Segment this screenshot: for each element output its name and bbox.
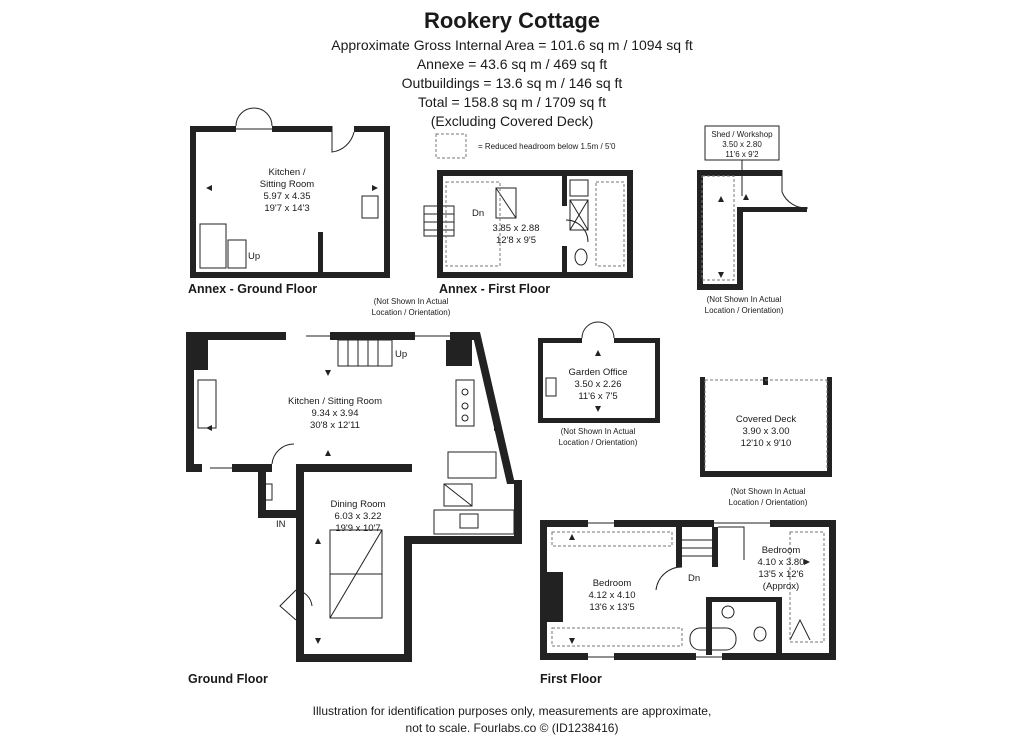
room-name: Garden Office xyxy=(569,367,628,378)
room-name: Dining Room xyxy=(331,499,386,510)
room-metric: 9.34 x 3.94 xyxy=(311,408,358,419)
room-imperial: 19'9 x 10'7 xyxy=(335,523,380,534)
location-note-line1: (Not Shown In Actual xyxy=(374,297,449,306)
floor-label: Annex - First Floor xyxy=(439,282,550,296)
room-metric: 5.97 x 4.35 xyxy=(263,191,310,202)
room-metric: 6.03 x 3.22 xyxy=(334,511,381,522)
stair-down-label: Dn xyxy=(472,208,484,219)
plan-title: Rookery Cottage xyxy=(423,8,601,33)
stair-up-label: Up xyxy=(395,349,407,360)
room-name: Bedroom xyxy=(593,578,632,589)
annex-first-walls xyxy=(437,170,633,278)
location-note-line2: Location / Orientation) xyxy=(372,308,451,317)
room-imperial: 12'8 x 9'5 xyxy=(496,235,536,246)
legend-headroom-swatch xyxy=(435,133,467,159)
annexe-area-line: Annexe = 43.6 sq m / 469 sq ft xyxy=(416,56,608,72)
disclaimer-line1: Illustration for identification purposes… xyxy=(312,704,712,718)
stair-up-label: Up xyxy=(248,251,260,262)
room-name: Kitchen / xyxy=(269,167,306,178)
shed-workshop: Shed / Workshop 3.50 x 2.80 11'6 x 9'2 (… xyxy=(705,130,784,315)
floor-label: Ground Floor xyxy=(188,672,268,686)
gross-area-line: Approximate Gross Internal Area = 101.6 … xyxy=(331,37,693,53)
location-note-line2: Location / Orientation) xyxy=(559,438,638,447)
room-note: (Approx) xyxy=(763,581,799,592)
room-imperial: 30'8 x 12'11 xyxy=(310,420,360,431)
first-floor: Bedroom 4.12 x 4.10 13'6 x 13'5 Dn Bedro… xyxy=(540,545,805,686)
location-note-line1: (Not Shown In Actual xyxy=(561,427,636,436)
room-metric: 3.50 x 2.80 xyxy=(722,140,762,149)
room-name: Shed / Workshop xyxy=(711,130,773,139)
location-note-line1: (Not Shown In Actual xyxy=(707,295,782,304)
room-metric: 4.10 x 3.80 xyxy=(757,557,804,568)
exclusion-note: (Excluding Covered Deck) xyxy=(430,113,594,129)
room-name: Bedroom xyxy=(762,545,801,556)
total-area-line: Total = 158.8 sq m / 1709 sq ft xyxy=(418,94,606,110)
disclaimer-line2: not to scale. Fourlabs.co © (ID1238416) xyxy=(405,721,619,735)
annex-first-floor: = Reduced headroom below 1.5m / 5'0 Dn 3… xyxy=(372,142,616,317)
first-floor-walls xyxy=(540,520,836,660)
room-imperial: 12'10 x 9'10 xyxy=(741,438,792,449)
location-note-line1: (Not Shown In Actual xyxy=(731,487,806,496)
annex-ground-walls xyxy=(190,126,390,278)
room-imperial: 11'6 x 9'2 xyxy=(725,150,759,159)
garden-office: Garden Office 3.50 x 2.26 11'6 x 7'5 (No… xyxy=(559,367,638,447)
room-metric: 3.90 x 3.00 xyxy=(742,426,789,437)
room-metric: 3.85 x 2.88 xyxy=(492,223,539,234)
covered-deck-posts xyxy=(700,377,832,477)
entrance-label: IN xyxy=(276,519,286,530)
location-note-line2: Location / Orientation) xyxy=(729,498,808,507)
room-imperial: 13'5 x 12'6 xyxy=(758,569,803,580)
room-name: Covered Deck xyxy=(736,414,796,425)
floor-label: Annex - Ground Floor xyxy=(188,282,317,296)
room-name: Kitchen / Sitting Room xyxy=(288,396,382,407)
annex-ground-floor: Kitchen / Sitting Room 5.97 x 4.35 19'7 … xyxy=(188,167,317,296)
legend-label: = Reduced headroom below 1.5m / 5'0 xyxy=(478,142,616,151)
shed-walls xyxy=(697,170,807,290)
room-metric: 3.50 x 2.26 xyxy=(574,379,621,390)
room-imperial: 19'7 x 14'3 xyxy=(264,203,309,214)
floor-label: First Floor xyxy=(540,672,602,686)
ground-floor: Up Kitchen / Sitting Room 9.34 x 3.94 30… xyxy=(188,349,407,686)
room-name: Sitting Room xyxy=(260,179,314,190)
location-note-line2: Location / Orientation) xyxy=(705,306,784,315)
outbuildings-area-line: Outbuildings = 13.6 sq m / 146 sq ft xyxy=(401,75,623,91)
room-imperial: 13'6 x 13'5 xyxy=(589,602,634,613)
room-metric: 4.12 x 4.10 xyxy=(588,590,635,601)
stair-down-label: Dn xyxy=(688,573,700,584)
room-imperial: 11'6 x 7'5 xyxy=(578,391,617,402)
covered-deck: Covered Deck 3.90 x 3.00 12'10 x 9'10 (N… xyxy=(729,414,808,507)
